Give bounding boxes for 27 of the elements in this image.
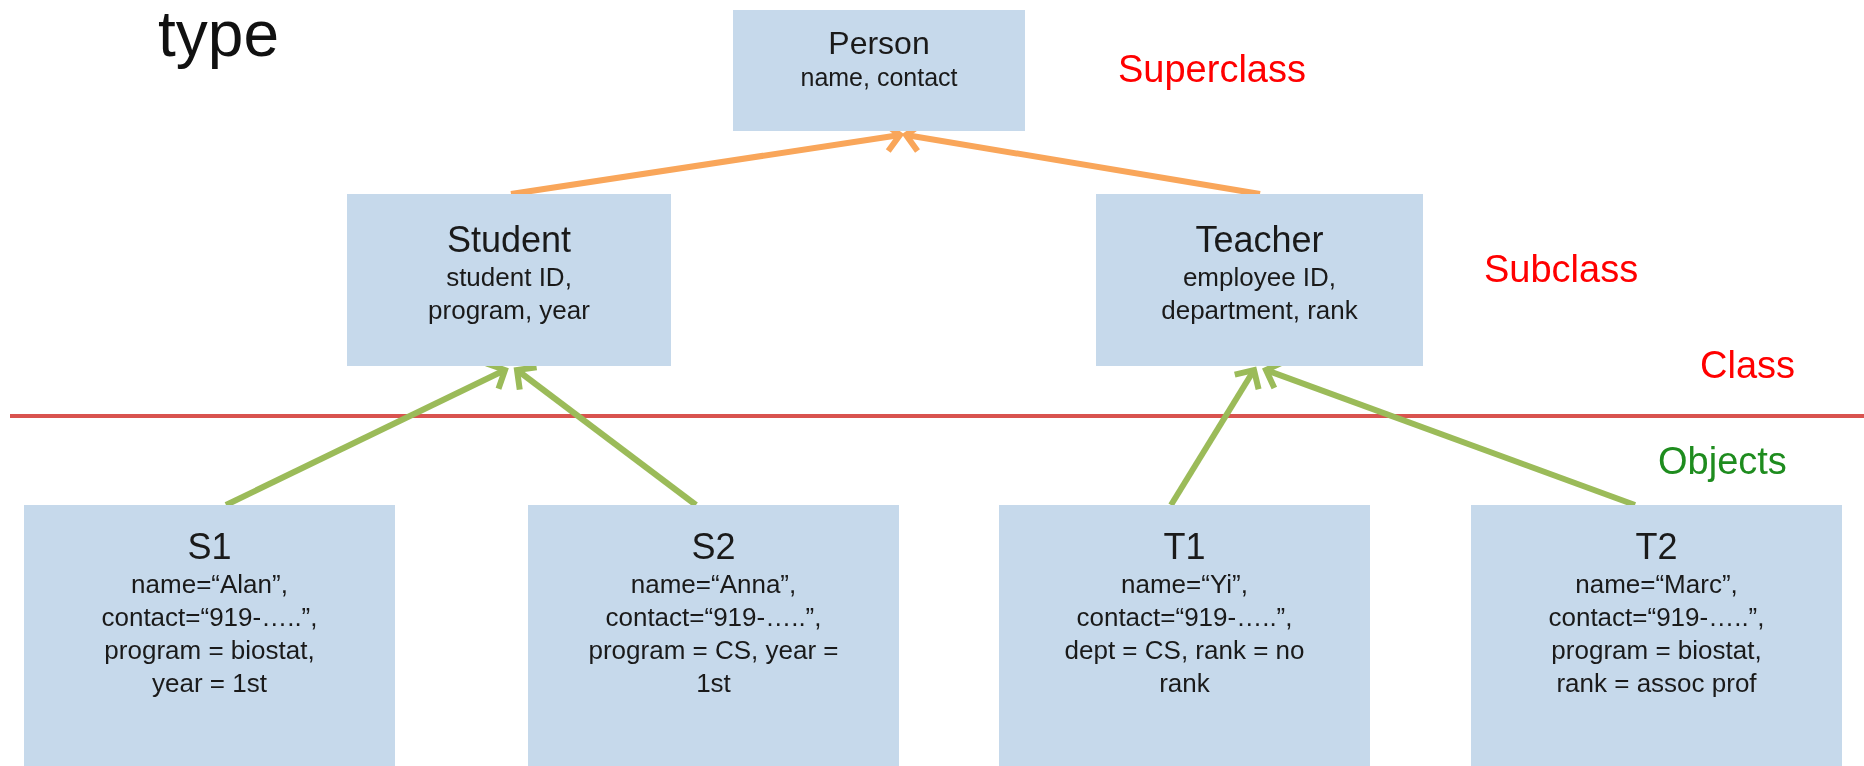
attribute-list: employee ID, department, rank xyxy=(1124,261,1395,328)
class-box xyxy=(1471,505,1842,766)
attribute-list: name=“Marc”, contact=“919-…..”, program = biostat, rank = assoc prof xyxy=(1531,568,1782,701)
level-label: Subclass xyxy=(1484,250,1639,288)
attribute-list: name, contact xyxy=(800,62,958,95)
class-box xyxy=(24,505,395,766)
box-title: Teacher xyxy=(1195,218,1324,262)
box-title: T2 xyxy=(1635,525,1678,569)
class-box xyxy=(528,505,899,766)
level-label: Superclass xyxy=(1118,50,1306,88)
arrow xyxy=(1168,367,1262,507)
box-title: T1 xyxy=(1163,525,1206,569)
class-box xyxy=(347,194,671,366)
box-title: Student xyxy=(446,218,572,262)
level-label: Class xyxy=(1700,346,1796,384)
attribute-list: student ID, program, year xyxy=(394,261,624,328)
box-title: S2 xyxy=(691,525,736,569)
attribute-list: name=“Anna”, contact=“919-…..”, program = CS, year = 1st xyxy=(588,568,839,701)
attribute-list: name=“Alan”, contact=“919-…..”, program = biostat, year = 1st xyxy=(84,568,335,701)
level-label: Objects xyxy=(1658,442,1787,480)
attribute-list: name=“Yi”, contact=“919-…..”, dept = CS, rank = no rank xyxy=(1059,568,1310,701)
class-box xyxy=(999,505,1370,766)
box-title: S1 xyxy=(187,525,232,569)
class-box xyxy=(733,10,1025,131)
class-box xyxy=(1096,194,1423,366)
box-title: Person xyxy=(828,24,930,63)
arrow xyxy=(514,364,698,508)
